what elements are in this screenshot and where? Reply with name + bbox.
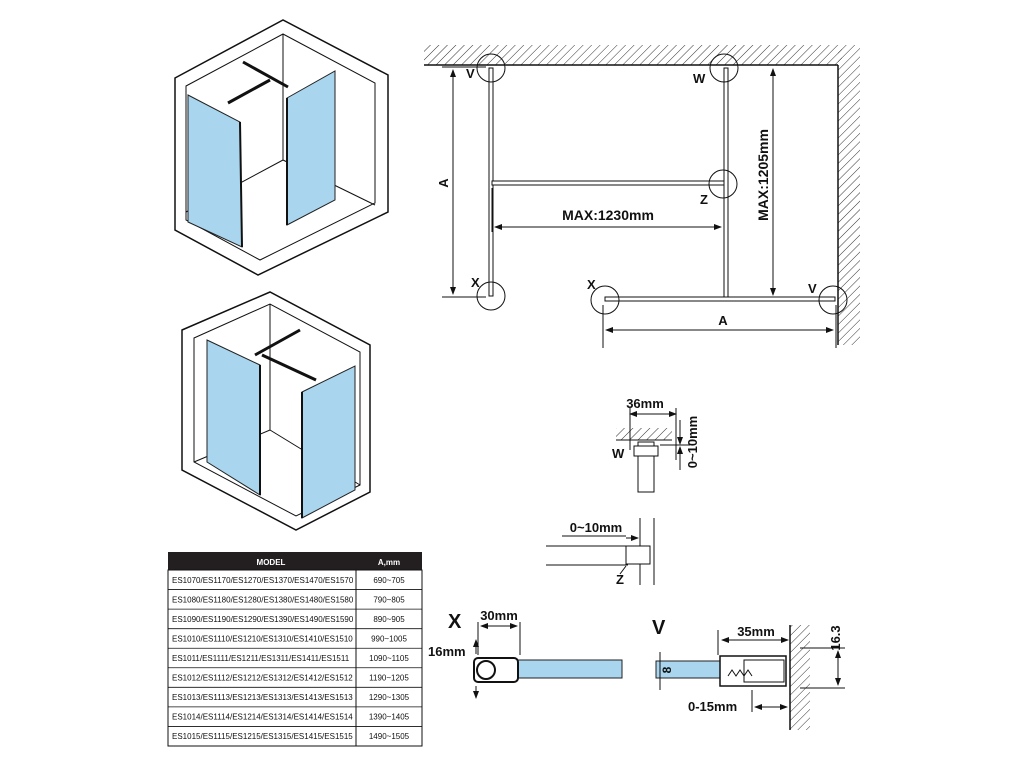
dim-a-horizontal: A: [718, 313, 728, 328]
table-cell-a: 790~805: [373, 595, 405, 604]
dim-max-height: MAX:1205mm: [755, 129, 771, 221]
isometric-view-top: [174, 19, 389, 276]
detail-z: 0~10mm Z: [546, 518, 655, 587]
circle-w: [709, 53, 739, 83]
detail-x-label: X: [448, 611, 462, 633]
detail-z-label: Z: [616, 572, 624, 587]
table-row: ES1090/ES1190/ES1290/ES1390/ES1490/ES159…: [172, 615, 405, 624]
table-row: ES1012/ES1112/ES1212/ES1312/ES1412/ES151…: [172, 674, 409, 683]
table-row: ES1011/ES1111/ES1211/ES1311/ES1411/ES151…: [172, 654, 409, 663]
table-row: ES1014/ES1114/ES1214/ES1314/ES1414/ES151…: [172, 713, 410, 722]
circle-x-bottom: [590, 285, 620, 315]
table-cell-a: 1490~1505: [369, 732, 410, 741]
table-cell-a: 890~905: [373, 615, 405, 624]
circle-v-bottom: [818, 285, 848, 315]
table-cell-a: 1290~1305: [369, 693, 410, 702]
detail-v-label: V: [652, 617, 666, 639]
dim-a-vertical: A: [436, 178, 451, 188]
table-cell-a: 990~1005: [371, 634, 407, 643]
detail-v-glass: 8: [660, 666, 674, 673]
label-v-top: V: [466, 66, 475, 81]
detail-v: V 35mm 16.3 8 0-15mm: [652, 617, 845, 730]
table-cell-a: 1390~1405: [369, 713, 410, 722]
table-row: ES1070/ES1170/ES1270/ES1370/ES1470/ES157…: [172, 576, 405, 585]
label-v-bottom: V: [808, 281, 817, 296]
detail-z-offset: 0~10mm: [570, 520, 622, 535]
table-cell-model: ES1070/ES1170/ES1270/ES1370/ES1470/ES157…: [172, 576, 354, 585]
table-row: ES1080/ES1180/ES1280/ES1380/ES1480/ES158…: [172, 595, 405, 604]
table-cell-a: 690~705: [373, 576, 405, 585]
table-cell-a: 1190~1205: [369, 674, 409, 683]
dim-max-width: MAX:1230mm: [562, 207, 654, 223]
label-z: Z: [700, 192, 708, 207]
table-row: ES1010/ES1110/ES1210/ES1310/ES1410/ES151…: [172, 634, 407, 643]
detail-x: X 30mm 16mm: [428, 608, 623, 699]
table-header: [168, 552, 422, 570]
right-wall: [838, 45, 860, 345]
table-row: ES1013/ES1113/ES1213/ES1313/ES1413/ES151…: [172, 693, 410, 702]
label-x-bottom: X: [587, 277, 596, 292]
plan-view: V W Z X X V A MAX:1230mm MAX:1205mm A: [424, 45, 860, 348]
detail-w: 36mm 0~10mm W: [612, 396, 700, 493]
detail-v-gap: 0-15mm: [688, 699, 737, 714]
table-header-a: A,mm: [378, 558, 400, 567]
table-cell-model: ES1010/ES1110/ES1210/ES1310/ES1410/ES151…: [172, 634, 353, 643]
label-x-left: X: [471, 275, 480, 290]
table-cell-model: ES1011/ES1111/ES1211/ES1311/ES1411/ES151…: [172, 654, 350, 663]
table-cell-model: ES1014/ES1114/ES1214/ES1314/ES1414/ES151…: [172, 713, 353, 722]
detail-x-width: 30mm: [480, 608, 518, 623]
circle-x-left: [476, 281, 506, 311]
table-cell-a: 1090~1105: [369, 654, 409, 663]
table-row: ES1015/ES1115/ES1215/ES1315/ES1415/ES151…: [172, 732, 410, 741]
detail-v-height: 16.3: [828, 625, 843, 650]
table-cell-model: ES1080/ES1180/ES1280/ES1380/ES1480/ES158…: [172, 595, 354, 604]
label-w: W: [693, 71, 706, 86]
circle-z: [708, 169, 738, 199]
circle-v-top: [476, 53, 506, 83]
isometric-view-bottom: [181, 291, 371, 531]
table-cell-model: ES1090/ES1190/ES1290/ES1390/ES1490/ES159…: [172, 615, 354, 624]
table-cell-model: ES1012/ES1112/ES1212/ES1312/ES1412/ES151…: [172, 674, 353, 683]
detail-w-label: W: [612, 446, 625, 461]
detail-v-width: 35mm: [737, 624, 775, 639]
table-cell-model: ES1013/ES1113/ES1213/ES1313/ES1413/ES151…: [172, 693, 353, 702]
table-header-model: MODEL: [257, 558, 286, 567]
table-cell-model: ES1015/ES1115/ES1215/ES1315/ES1415/ES151…: [172, 732, 353, 741]
detail-x-height: 16mm: [428, 644, 466, 659]
detail-w-width: 36mm: [626, 396, 664, 411]
detail-w-offset: 0~10mm: [685, 416, 700, 468]
top-wall: [424, 45, 842, 65]
